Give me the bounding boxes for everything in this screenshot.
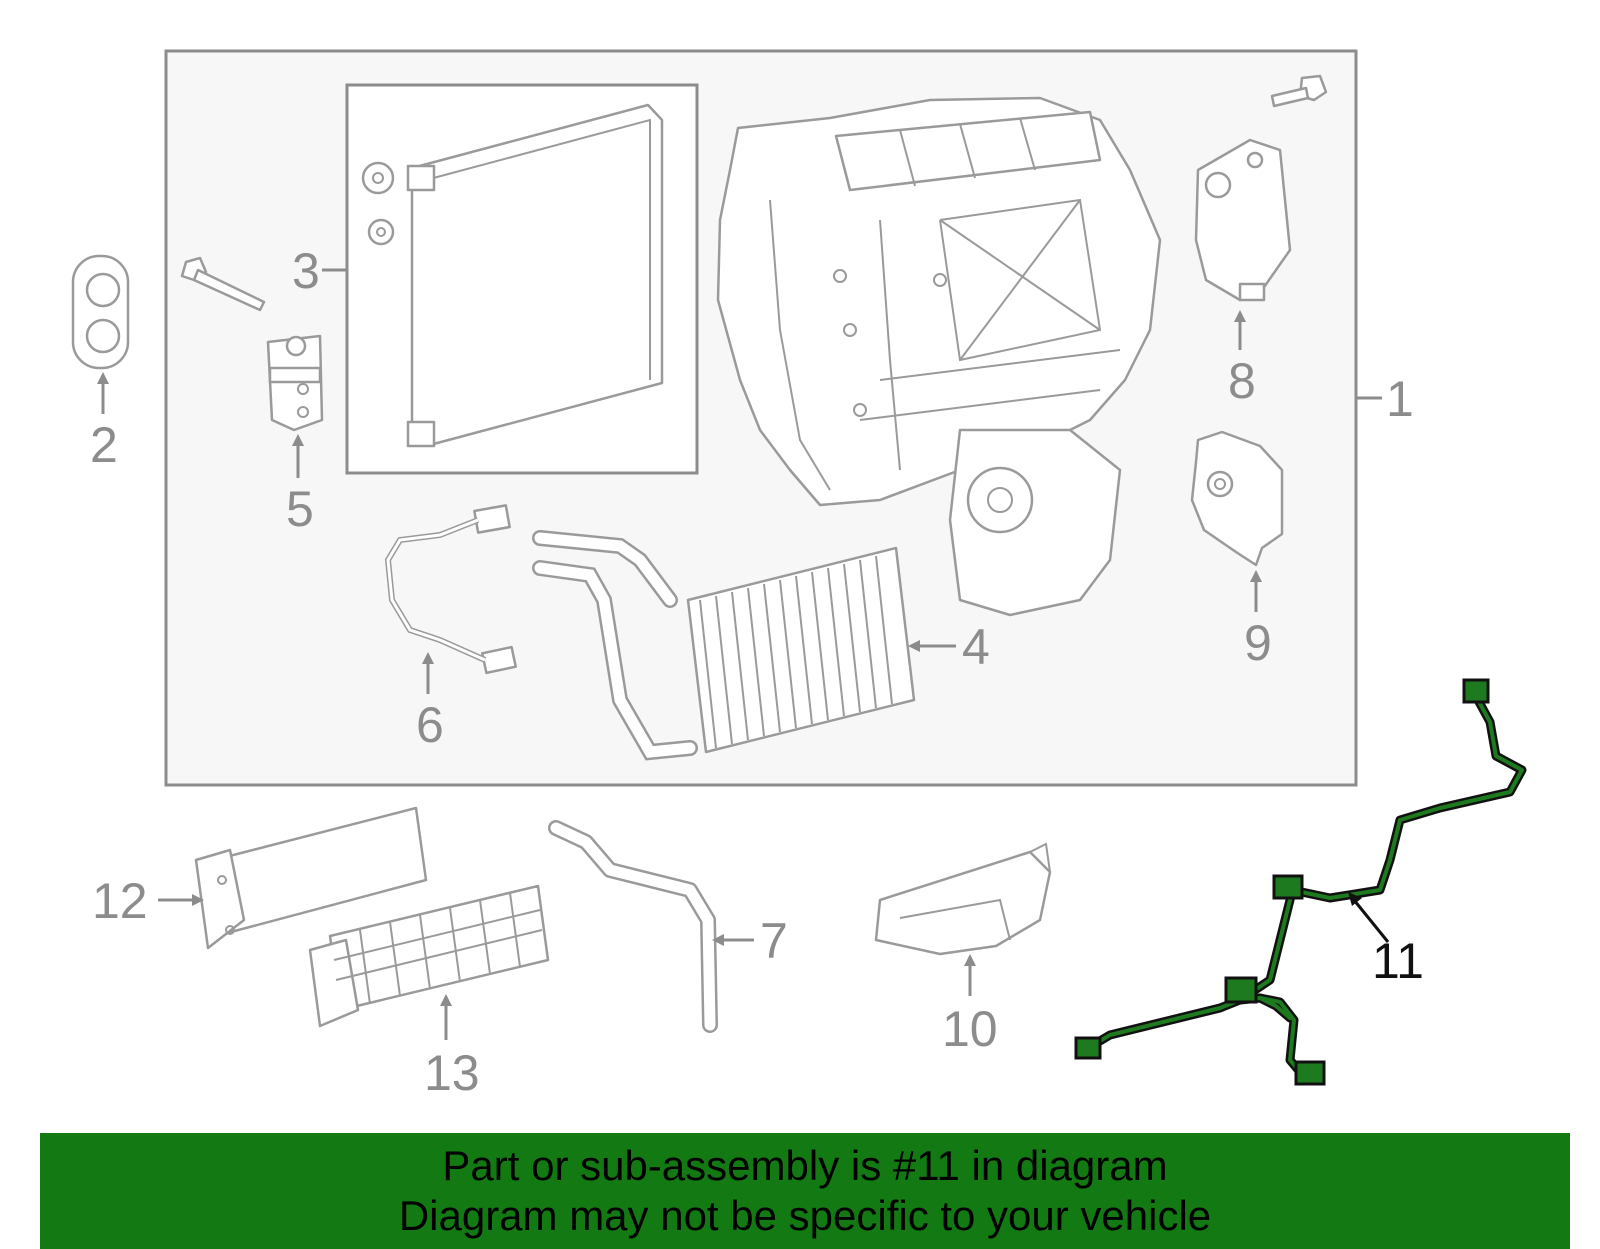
callout-11: 11 (1372, 933, 1424, 989)
callout-13: 13 (424, 1045, 480, 1101)
filter-frame-12 (194, 806, 428, 950)
leader-lines (97, 268, 1390, 1040)
evaporator-core (361, 103, 664, 448)
callout-10: 10 (942, 1001, 998, 1057)
bolt-top-right (1270, 74, 1328, 108)
callout-7: 7 (760, 913, 788, 969)
drain-hose (548, 820, 718, 1033)
callout-5: 5 (286, 481, 314, 537)
banner-line-part-number: Part or sub-assembly is #11 in diagram (442, 1142, 1168, 1189)
expansion-valve (266, 334, 324, 432)
hvac-case (716, 96, 1162, 617)
callout-6: 6 (416, 697, 444, 753)
callout-12: 12 (92, 873, 148, 929)
duct-10 (874, 842, 1052, 956)
wiring-harness-11 (1074, 678, 1527, 1086)
banner-line-disclaimer: Diagram may not be specific to your vehi… (398, 1192, 1212, 1239)
callout-9: 9 (1244, 615, 1272, 671)
heater-core (532, 530, 916, 761)
info-banner: Part or sub-assembly is #11 in diagram D… (40, 1133, 1570, 1249)
callout-8: 8 (1228, 353, 1256, 409)
actuator-8 (1194, 138, 1292, 302)
wire-6 (384, 504, 518, 675)
bolt-left (180, 256, 266, 312)
callout-3: 3 (292, 243, 320, 299)
gasket-part (71, 254, 130, 370)
callout-4: 4 (962, 619, 990, 675)
actuator-9 (1190, 430, 1284, 567)
callout-1: 1 (1386, 371, 1414, 427)
callout-2: 2 (90, 417, 118, 473)
filter-13 (308, 884, 550, 1028)
